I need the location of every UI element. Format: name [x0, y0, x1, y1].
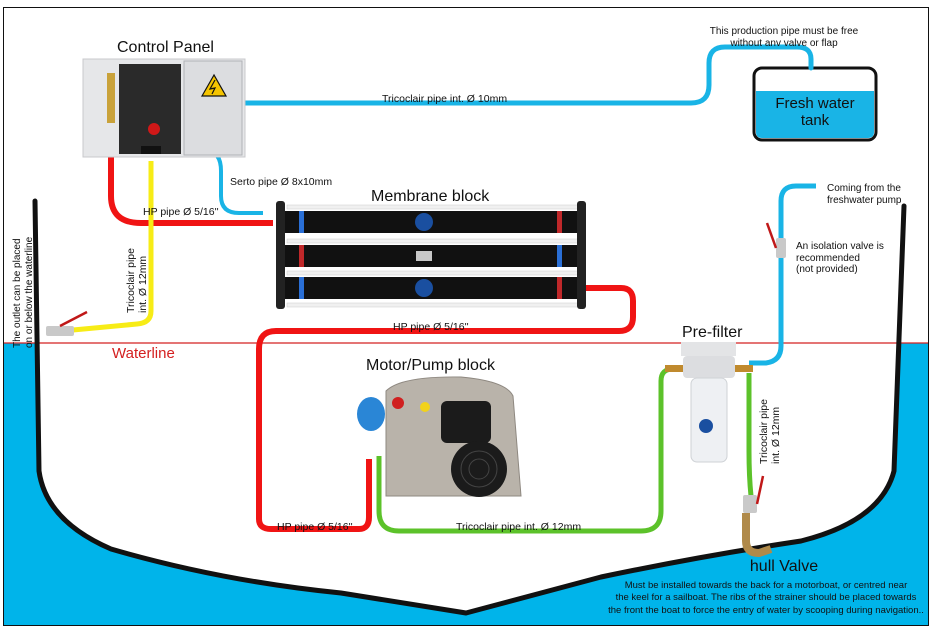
outlet-pipe — [72, 161, 154, 333]
motor-pump-block-label: Motor/Pump block — [366, 357, 495, 374]
isolation-note-line1: An isolation valve is — [796, 241, 884, 252]
production-pipe-label: Tricoclair pipe int. Ø 10mm — [382, 93, 508, 105]
freshwater-pump-note-line2: freshwater pump — [827, 194, 902, 206]
tricoclair-outlet-line2: int. Ø 12mm — [137, 255, 150, 313]
hull-valve-label: hull Valve — [749, 558, 819, 575]
isolation-valve-note: An isolation valve is recommended (not p… — [796, 241, 884, 276]
tricoclair-intake-label: Tricoclair pipe int. Ø 12mm — [758, 399, 782, 464]
pre-filter-label: Pre-filter — [682, 324, 743, 341]
hp-pipe-top-label: HP pipe Ø 5/16'' — [143, 206, 219, 218]
serto-pipe-label: Serto pipe Ø 8x10mm — [230, 176, 333, 188]
hull-valve-note: Must be installed towards the back for a… — [596, 580, 928, 617]
hull-valve-device — [742, 475, 773, 558]
membrane-block-label: Membrane block — [371, 188, 490, 205]
tricoclair-intake-line1: Tricoclair pipe — [758, 399, 770, 464]
fresh-water-tank — [752, 66, 878, 142]
diagram-frame: Control Panel Membrane block Motor/Pump … — [3, 7, 929, 626]
outlet-note-line2: on or below the waterline — [23, 236, 35, 348]
freshwater-pump-note-line1: Coming from the — [827, 183, 901, 194]
hp-pipe-middle-label: HP pipe Ø 5/16'' — [393, 321, 469, 333]
control-panel-device — [82, 58, 246, 158]
isolation-valve — [765, 222, 786, 258]
freshwater-pump-note: Coming from the freshwater pump — [827, 183, 901, 206]
hp-pipe-middle — [256, 285, 636, 532]
hull-valve-note-line1: Must be installed towards the back for a… — [624, 580, 908, 591]
waterline-label: Waterline — [112, 345, 175, 362]
membrane-block-device — [276, 201, 586, 309]
hull-valve-note-line2: the keel for a sailboat. The ribs of the… — [615, 592, 917, 604]
outlet-valve — [46, 310, 88, 336]
tricoclair-outlet-line1: Tricoclair pipe — [125, 248, 137, 313]
tricoclair-outlet-label: Tricoclair pipe int. Ø 12mm — [125, 248, 149, 313]
hull-valve-note-line3: the front the boat to force the entry of… — [608, 604, 924, 616]
diagram-canvas — [4, 44, 928, 625]
hull-intake-pipe — [746, 373, 754, 497]
isolation-note-line2: recommended — [796, 252, 860, 264]
hull-outline — [32, 198, 907, 616]
outlet-note-line1: The outlet can be placed — [12, 238, 23, 348]
hp-pipe-bottom-label: HP pipe Ø 5/16'' — [277, 521, 353, 533]
production-note-line2: without anv valve or flap — [730, 37, 838, 49]
motor-pump-device — [357, 376, 522, 497]
production-note: This production pipe must be free withou… — [684, 26, 884, 49]
hp-pipe-top — [108, 121, 273, 226]
production-note-line1: This production pipe must be free — [709, 26, 859, 37]
tricoclair-intake-line2: int. Ø 12mm — [770, 406, 783, 464]
high-voltage-warning-icon — [200, 73, 228, 97]
pre-filter-device — [665, 342, 753, 463]
tricoclair-bottom-label: Tricoclair pipe int. Ø 12mm — [456, 521, 582, 533]
control-panel-label: Control Panel — [117, 39, 214, 56]
freshwater-pump-pipe — [749, 183, 816, 366]
fresh-water-tank-label: Fresh water tank — [775, 95, 855, 130]
pump-intake-pipe — [376, 366, 674, 534]
outlet-note: The outlet can be placed on or below the… — [12, 237, 35, 348]
isolation-note-line3: (not provided) — [796, 264, 858, 275]
